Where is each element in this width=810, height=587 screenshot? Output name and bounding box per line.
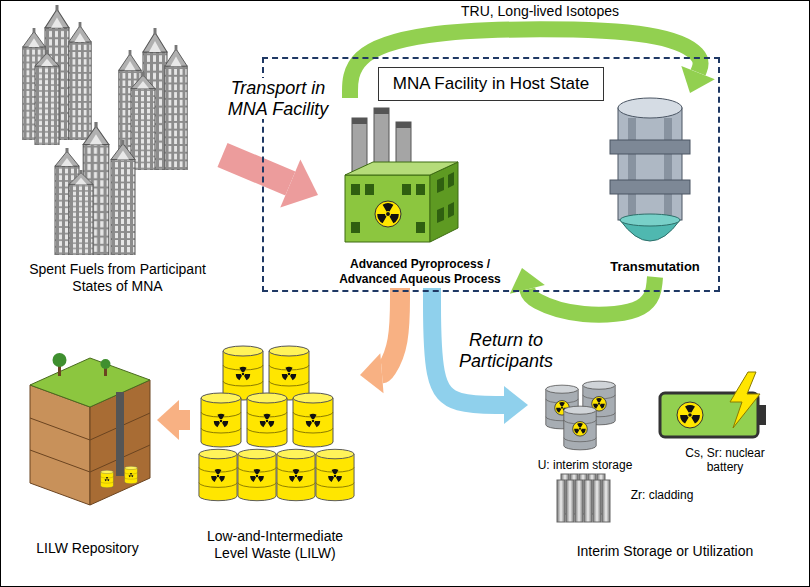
battery-illustration [660,372,766,437]
flow-arrow [527,277,655,315]
reactor-illustration [628,118,636,218]
building-illustration [23,5,187,255]
flow-arrow [179,410,190,430]
plant-illustration [375,201,401,227]
item-label: U: interim storage [530,458,640,472]
waste-barrels [223,346,263,400]
repository-illustration [30,358,150,407]
flow-connector [360,288,400,393]
flow-label: Return to Participants [450,330,562,371]
building-illustration [35,50,59,145]
item-label: Zr: cladding [617,488,707,502]
node-label: Low-and-Intermediate Level Waste (LILW) [195,528,355,562]
waste-barrels [199,449,237,500]
waste-barrels [269,346,309,400]
plant-illustration [374,108,389,114]
repository-illustration [125,466,138,483]
reactor-illustration [610,180,690,194]
waste-barrels [247,393,287,447]
waste-barrels [199,346,354,501]
arrow-head [280,159,318,207]
cladding-illustration [566,480,574,522]
source-group: Spent Fuels from Participant States of M… [15,5,221,295]
plant-illustration [416,184,425,195]
repository: LILW Repository [20,340,155,557]
building-illustration [131,72,155,170]
node-label: Interim Storage or Utilization [577,543,754,560]
plant-illustration [351,184,360,195]
waste-barrels [238,449,276,500]
plant-illustration [437,177,444,193]
flow-label: Transport in MNA Facility [217,78,339,119]
plant-illustration [416,222,425,233]
plant-illustration [365,184,374,195]
repository-illustration [30,413,150,472]
arrow-head [504,386,528,424]
plant-illustration [396,122,411,128]
process-plant: Advanced Pyroprocess / Advanced Aqueous … [320,100,520,286]
cladding-illustration [584,480,592,522]
region-heading: MNA Facility in Host State [378,67,605,101]
item-label: Cs, Sr: nuclear battery [675,446,775,475]
cladding-illustration [575,480,583,522]
plant-illustration [448,172,454,188]
cladding-illustration [557,480,565,522]
building-illustration [69,170,93,255]
plant-illustration [430,162,458,242]
plant-illustration [402,184,411,195]
uranium-barrels [546,381,615,450]
node-label: Advanced Pyroprocess / Advanced Aqueous … [333,257,508,286]
reactor-illustration [610,140,690,154]
battery-illustration [677,402,703,428]
waste-barrels [277,449,315,500]
flow-connector [223,155,319,207]
flow-label: TRU, Long-lived Isotopes [450,3,630,19]
repository-illustration [53,353,67,367]
battery-illustration [758,405,766,425]
battery-illustration [730,372,760,428]
plant-illustration [376,203,400,224]
waste-stack: Low-and-Intermediate Level Waste (LILW) [192,340,358,562]
waste-barrels [201,393,241,447]
repository-illustration [101,470,114,487]
arrow-head [510,268,545,294]
flow-arrow [223,155,291,183]
arrow-head [681,66,714,93]
transmutation-reactor: Transmutation [600,95,710,275]
plant-illustration [345,108,458,242]
reactor-illustration [610,98,690,241]
repository-illustration [30,353,150,505]
flow-arrow [382,288,400,373]
cladding-illustration [593,480,601,522]
plant-illustration [345,175,430,242]
battery-illustration [679,405,701,424]
reactor-illustration [618,108,682,220]
node-label: Transmutation [610,259,700,275]
plant-illustration [352,118,367,124]
waste-barrels [293,393,333,447]
plant-illustration [437,207,444,223]
cladding-illustration [602,480,610,522]
plant-illustration [345,162,458,175]
plant-illustration [448,202,454,218]
flow-connector [157,400,190,440]
uranium-barrels [564,406,596,450]
building-illustration [69,22,91,140]
waste-barrels [316,449,354,500]
node-label: Spent Fuels from Participant States of M… [18,261,218,295]
cladding-illustration [557,474,610,522]
node-label: LILW Repository [36,540,138,557]
reactor-illustration [620,214,680,226]
plant-illustration [351,222,360,233]
arrow-head [157,400,179,440]
arrow-head [360,353,384,393]
building-illustration [111,140,135,255]
reactor-illustration [618,98,682,118]
repository-illustration [116,392,124,476]
repository-illustration [101,359,111,369]
building-illustration [165,45,187,170]
reactor-illustration [664,118,672,218]
